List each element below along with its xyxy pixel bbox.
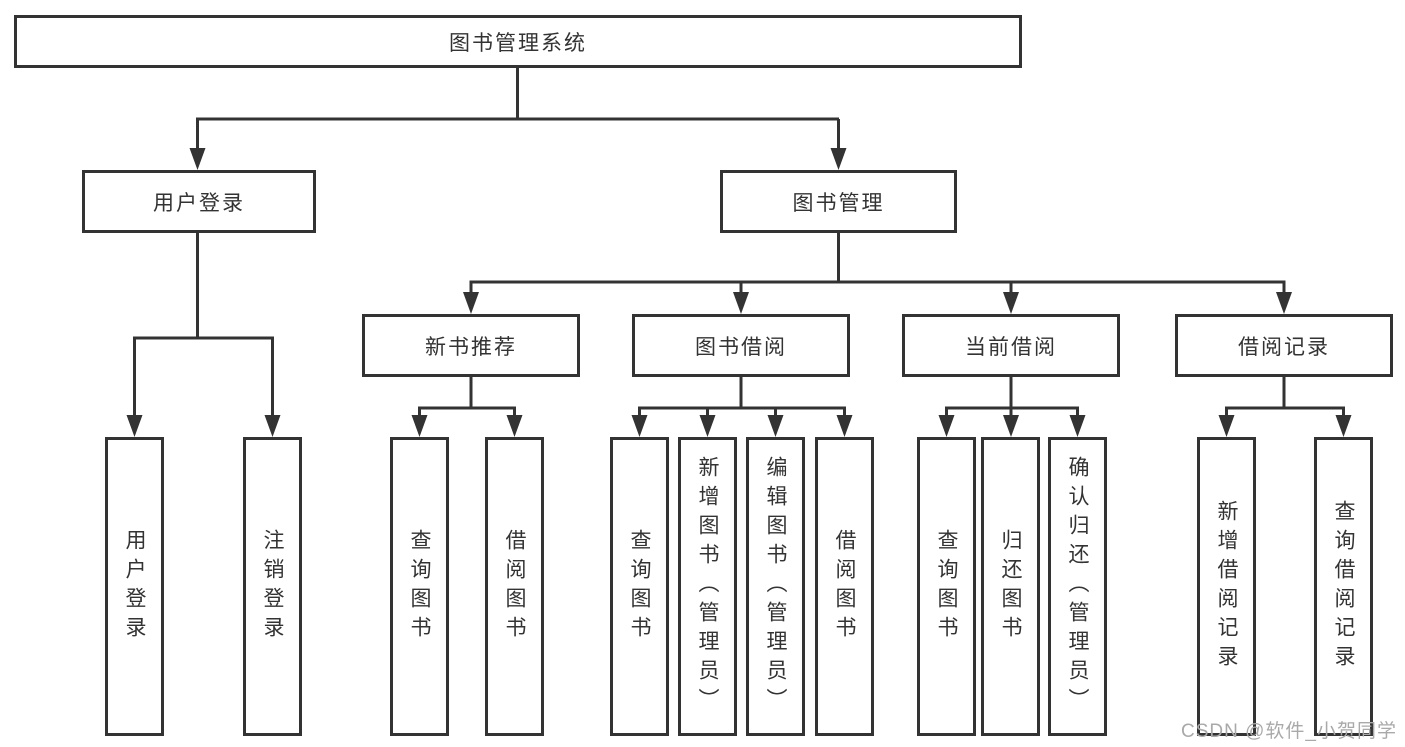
- arrow-down-icon: [631, 415, 648, 437]
- arrow-down-icon: [733, 292, 749, 314]
- node-library-system: 图书管理系统: [14, 15, 1022, 68]
- leaf-label: 用户登录: [123, 528, 146, 645]
- leaf-label: 归还图书: [999, 528, 1022, 645]
- node-label: 借阅记录: [1238, 335, 1330, 359]
- leaf-borrow-query-books: 查询图书: [610, 437, 669, 736]
- leaf-label: 新增图书（管理员）: [696, 456, 719, 717]
- arrow-down-icon: [463, 292, 479, 314]
- arrow-down-icon: [1218, 415, 1235, 437]
- watermark: CSDN @软件_小贺同学: [1181, 721, 1397, 742]
- arrow-down-icon: [1003, 292, 1019, 314]
- node-book-management: 图书管理: [720, 170, 957, 233]
- leaf-borrow-add-books-admin: 新增图书（管理员）: [678, 437, 737, 736]
- leaf-label: 新增借阅记录: [1215, 499, 1238, 674]
- leaf-borrow-borrow-books: 借阅图书: [815, 437, 874, 736]
- arrow-down-icon: [506, 415, 523, 437]
- arrow-down-icon: [411, 415, 428, 437]
- leaf-label: 确认归还（管理员）: [1066, 456, 1089, 717]
- leaf-current-return-books: 归还图书: [981, 437, 1040, 736]
- arrow-down-icon: [830, 148, 847, 170]
- leaf-current-confirm-return-admin: 确认归还（管理员）: [1048, 437, 1107, 736]
- leaf-label: 借阅图书: [833, 528, 856, 645]
- leaf-records-add-record: 新增借阅记录: [1197, 437, 1256, 736]
- node-borrow-records: 借阅记录: [1175, 314, 1393, 377]
- arrow-down-icon: [767, 415, 784, 437]
- node-book-borrow: 图书借阅: [632, 314, 850, 377]
- node-current-borrow: 当前借阅: [902, 314, 1120, 377]
- leaf-label: 查询借阅记录: [1332, 499, 1355, 674]
- leaf-label: 注销登录: [261, 528, 284, 645]
- leaf-logout: 注销登录: [243, 437, 302, 736]
- leaf-records-query-record: 查询借阅记录: [1314, 437, 1373, 736]
- arrow-down-icon: [189, 148, 206, 170]
- leaf-label: 借阅图书: [503, 528, 526, 645]
- leaf-newbooks-query-books: 查询图书: [390, 437, 449, 736]
- leaf-newbooks-borrow-books: 借阅图书: [485, 437, 544, 736]
- leaf-label: 查询图书: [628, 528, 651, 645]
- node-label: 图书借阅: [695, 335, 787, 359]
- arrow-down-icon: [264, 415, 281, 437]
- leaf-label: 查询图书: [408, 528, 431, 645]
- leaf-borrow-edit-books-admin: 编辑图书（管理员）: [746, 437, 805, 736]
- arrow-down-icon: [1069, 415, 1086, 437]
- node-label: 当前借阅: [965, 335, 1057, 359]
- leaf-label: 编辑图书（管理员）: [764, 456, 787, 717]
- node-label: 用户登录: [153, 191, 245, 215]
- leaf-user-login: 用户登录: [105, 437, 164, 736]
- arrow-down-icon: [1003, 415, 1019, 437]
- arrow-down-icon: [1276, 292, 1292, 314]
- arrow-down-icon: [1335, 415, 1352, 437]
- node-label: 图书管理: [792, 191, 885, 215]
- leaf-current-query-books: 查询图书: [917, 437, 976, 736]
- node-label: 图书管理系统: [449, 31, 587, 55]
- node-user-login: 用户登录: [82, 170, 316, 233]
- arrow-down-icon: [126, 415, 143, 437]
- arrow-down-icon: [699, 415, 716, 437]
- arrow-down-icon: [938, 415, 955, 437]
- node-new-book-recommend: 新书推荐: [362, 314, 580, 377]
- node-label: 新书推荐: [425, 335, 517, 359]
- arrow-down-icon: [836, 415, 853, 437]
- leaf-label: 查询图书: [935, 528, 958, 645]
